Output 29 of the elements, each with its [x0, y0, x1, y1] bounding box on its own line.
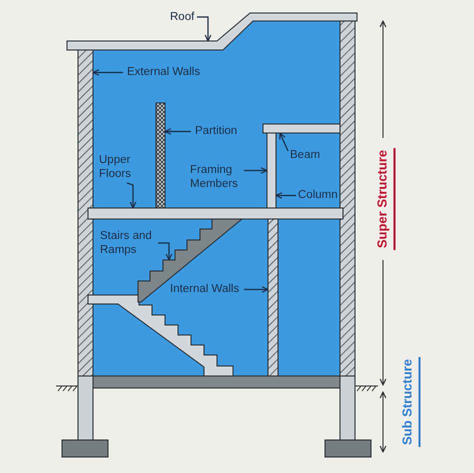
- leader-line: [279, 132, 289, 152]
- leader-line: [158, 242, 172, 261]
- part-label: Stairs and Ramps: [100, 229, 156, 257]
- staircase: [88, 218, 244, 376]
- part-label: Partition: [195, 124, 238, 138]
- part-label: Internal Walls: [170, 282, 240, 296]
- part-label: Beam: [290, 148, 320, 162]
- internal-wall: [268, 218, 278, 376]
- leader-line: [126, 182, 136, 209]
- beam: [262, 124, 340, 134]
- roof-slab: [66, 12, 358, 50]
- part-label: External Walls: [127, 65, 200, 79]
- partition-wall: [156, 102, 166, 208]
- leader-line: [164, 128, 191, 135]
- leader-line: [275, 192, 296, 199]
- leader-line: [92, 69, 123, 76]
- column: [266, 132, 276, 208]
- dimension-label: Super Structure: [374, 148, 396, 250]
- floor-slab: [88, 208, 344, 220]
- dimension-label: Sub Structure: [400, 357, 420, 447]
- part-label: Roof: [170, 10, 194, 24]
- external-wall: [78, 50, 94, 376]
- external-wall: [340, 20, 356, 376]
- part-label: Column: [298, 188, 338, 202]
- part-label: Framing Members: [190, 163, 242, 191]
- leader-line: [244, 167, 268, 174]
- leader-line: [197, 16, 212, 42]
- leader-line: [244, 286, 269, 293]
- part-label: Upper Floors: [99, 153, 137, 181]
